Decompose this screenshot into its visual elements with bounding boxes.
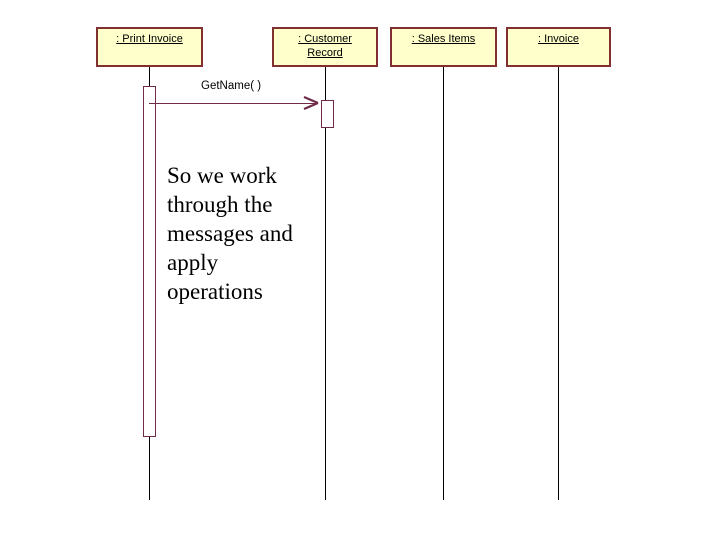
object-label-customer-record-line1: : Customer <box>298 33 352 45</box>
annotation-line-2: through the <box>167 192 273 217</box>
annotation-line-1: So we work <box>167 163 277 188</box>
object-label-sales-items: : Sales Items <box>411 33 476 45</box>
message-label-get-name: GetName( ) <box>201 80 262 92</box>
object-box-invoice[interactable]: : Invoice <box>506 27 611 67</box>
annotation-line-4: apply <box>167 250 219 275</box>
lifeline-sales-items <box>443 67 444 500</box>
lifeline-customer-record <box>325 67 326 500</box>
object-label-print-invoice: : Print Invoice <box>116 33 183 45</box>
object-box-customer-record[interactable]: : Customer Record <box>272 27 378 67</box>
lifeline-invoice <box>558 67 559 500</box>
activation-bar-customer-record[interactable] <box>321 100 334 128</box>
message-arrowhead-icon <box>303 95 321 111</box>
object-box-print-invoice[interactable]: : Print Invoice <box>96 27 203 67</box>
annotation-line-3: messages and <box>167 221 293 246</box>
activation-bar-print-invoice[interactable] <box>143 86 156 437</box>
object-label-customer-record-line2: Record <box>307 47 343 59</box>
annotation-note: So we work through the messages and appl… <box>167 161 332 306</box>
object-label-invoice: : Invoice <box>538 33 579 45</box>
annotation-line-5: operations <box>167 279 263 304</box>
message-line-get-name[interactable] <box>149 103 317 104</box>
object-box-sales-items[interactable]: : Sales Items <box>390 27 497 67</box>
